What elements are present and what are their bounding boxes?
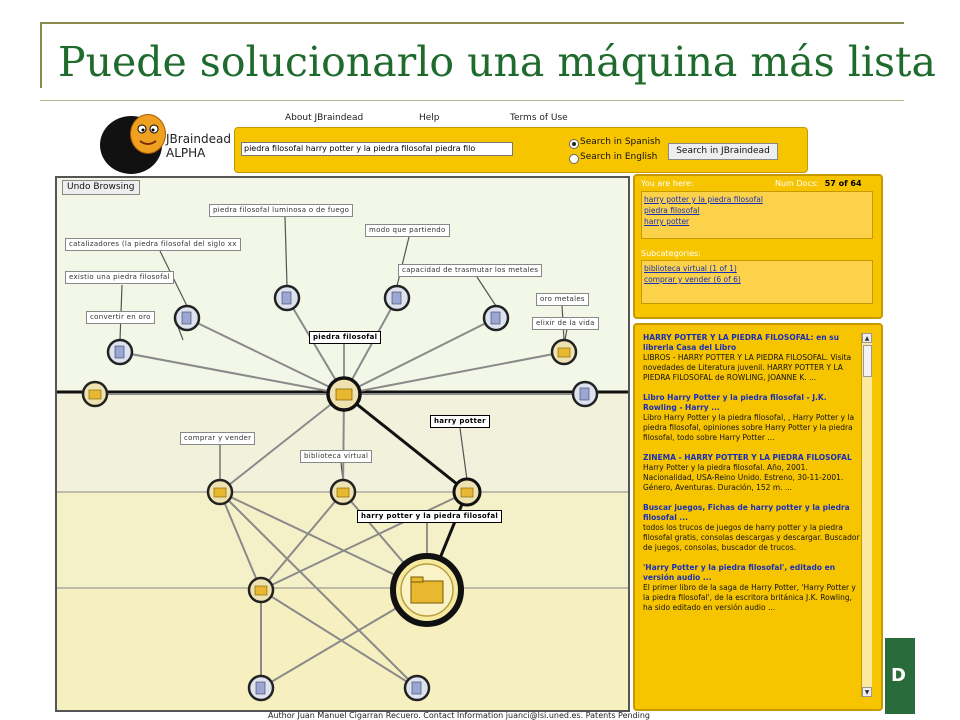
side-decoration [885,638,915,714]
result-snippet: todos los trucos de juegos de harry pott… [643,523,860,552]
subcategory-link[interactable]: biblioteca virtual (1 of 1) [644,264,737,273]
num-docs-label: Num Docs: [775,179,819,188]
result-title-link[interactable]: ZINEMA - HARRY POTTER Y LA PIEDRA FILOSO… [643,453,852,462]
num-docs-value: 57 of 64 [824,179,862,188]
nav-help[interactable]: Help [419,113,440,123]
result-snippet: LIBROS - HARRY POTTER Y LA PIEDRA FILOSO… [643,353,852,382]
subcategories-list: biblioteca virtual (1 of 1) comprar y ve… [641,260,873,304]
graph-label[interactable]: capacidad de trasmutar los metales [398,264,543,277]
slide-title: Puede solucionarlo una máquina más lista [58,38,936,86]
result-snippet: Libro Harry Potter y la piedra filosofal… [643,413,855,442]
graph-label[interactable]: oro metales [536,293,589,306]
nav-terms[interactable]: Terms of Use [510,113,568,123]
result-title-link[interactable]: HARRY POTTER Y LA PIEDRA FILOSOFAL: en s… [643,333,839,352]
you-are-here-label: You are here: [641,179,694,188]
search-input[interactable] [241,142,513,156]
result-title-link[interactable]: 'Harry Potter y la piedra filosofal', ed… [643,563,836,582]
breadcrumb-link[interactable]: harry potter y la piedra filosofal [644,195,763,204]
slide-left-rule [40,22,42,88]
num-docs: Num Docs: 57 of 64 [775,179,862,188]
result-snippet: Harry Potter y la piedra filosofal. Año,… [643,463,844,492]
radio-spanish-label: Search in Spanish [580,137,661,147]
slide-title-underline [40,100,904,101]
radio-spanish[interactable] [569,139,579,149]
graph-label[interactable]: piedra filosofal luminosa o de fuego [209,204,354,217]
scrollbar-thumb[interactable] [863,345,872,377]
app-name: JBraindead [166,132,231,146]
graph-nodes [81,284,599,702]
result-item: Buscar juegos, Fichas de harry potter y … [643,503,861,553]
graph-label[interactable]: catalizadores (la piedra filosofal del s… [65,238,241,251]
results-list: HARRY POTTER Y LA PIEDRA FILOSOFAL: en s… [643,333,861,697]
graph-label[interactable]: elixir de la vida [532,317,599,330]
result-item: ZINEMA - HARRY POTTER Y LA PIEDRA FILOSO… [643,453,861,493]
scroll-down-icon[interactable]: ▼ [862,687,872,697]
subcategories-label: Subcategories: [641,249,701,258]
app-stage: ALPHA [166,146,206,160]
breadcrumb-path: harry potter y la piedra filosofal piedr… [641,191,873,239]
result-snippet: El primer libro de la saga de Harry Pott… [643,583,856,612]
graph-label[interactable]: existio una piedra filosofal [65,271,174,284]
logo-mascot-icon [130,114,166,154]
scroll-up-icon[interactable]: ▲ [862,333,872,343]
result-item: 'Harry Potter y la piedra filosofal', ed… [643,563,861,613]
result-item: HARRY POTTER Y LA PIEDRA FILOSOFAL: en s… [643,333,861,383]
result-title-link[interactable]: Buscar juegos, Fichas de harry potter y … [643,503,850,522]
breadcrumb-link[interactable]: piedra filosofal [644,206,700,215]
search-bar: Search in Spanish Search in English Sear… [234,127,808,173]
topic-graph-panel: Undo Browsing piedra filosofal luminosa … [55,176,630,712]
search-button[interactable]: Search in JBraindead [668,143,778,160]
graph-label[interactable]: convertir en oro [86,311,155,324]
graph-label-current[interactable]: piedra filosofal [309,331,382,344]
nav-about[interactable]: About JBraindead [285,113,364,123]
results-panel: HARRY POTTER Y LA PIEDRA FILOSOFAL: en s… [633,323,883,711]
graph-label-current[interactable]: harry potter [430,415,490,428]
graph-edges [57,216,628,702]
app-logo-text: JBraindead ALPHA [166,132,231,160]
graph-label[interactable]: biblioteca virtual [300,450,373,463]
results-scrollbar[interactable]: ▲ ▼ [861,333,872,697]
footer-author: Author Juan Manuel Cigarran Recuero. Con… [268,711,651,720]
breadcrumb-link[interactable]: harry potter [644,217,690,226]
subcategory-link[interactable]: comprar y vender (6 of 6) [644,275,741,284]
undo-browsing-button[interactable]: Undo Browsing [62,180,140,195]
side-tab-text: D [891,665,906,686]
result-title-link[interactable]: Libro Harry Potter y la piedra filosofal… [643,393,827,412]
breadcrumb-panel: You are here: Num Docs: 57 of 64 harry po… [633,174,883,319]
radio-english[interactable] [569,154,579,164]
graph-band-3 [57,492,628,588]
radio-english-label: Search in English [580,152,658,162]
slide-top-rule [40,22,904,24]
graph-label[interactable]: modo que partiendo [365,224,450,237]
result-item: Libro Harry Potter y la piedra filosofal… [643,393,861,443]
graph-label[interactable]: comprar y vender [180,432,256,445]
graph-label-current[interactable]: harry potter y la piedra filosofal [357,510,503,523]
graph-band-4 [57,588,628,710]
